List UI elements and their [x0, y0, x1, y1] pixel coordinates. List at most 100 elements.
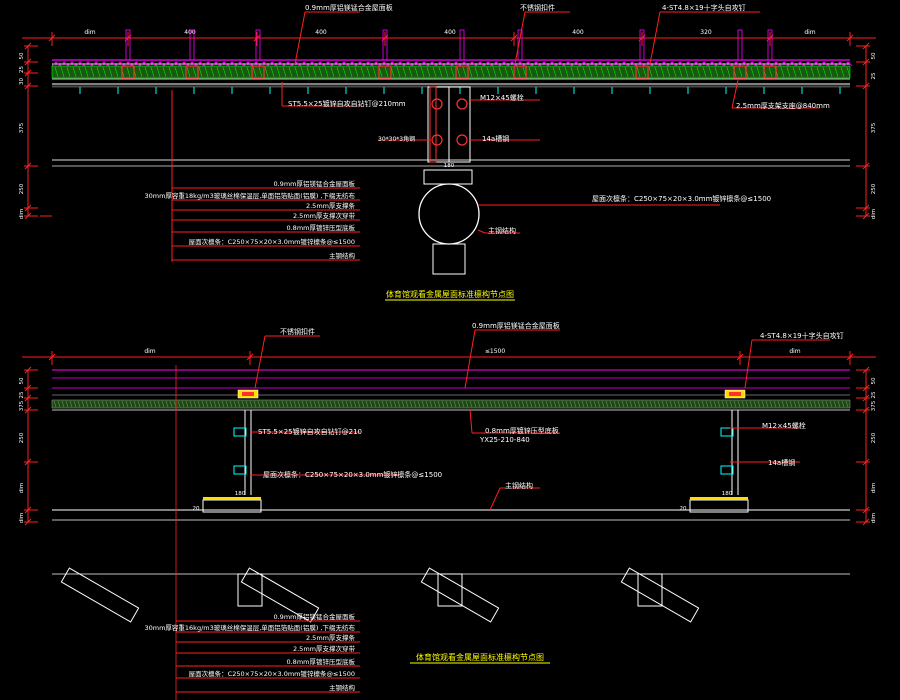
b-hatch [349, 400, 353, 408]
insulation-hatch [738, 66, 743, 78]
dim-value-text: dim [871, 513, 877, 523]
b-brace-pipe [240, 567, 320, 623]
b-hatch [769, 400, 773, 408]
b-hatch [357, 400, 361, 408]
dim-value-text: 320 [700, 29, 712, 36]
b-diagonal-brace [60, 567, 140, 623]
b-hatch [437, 400, 441, 408]
insulation-hatch [726, 66, 731, 78]
bracket [378, 65, 392, 79]
bolt-head [431, 134, 443, 146]
b-hatch [521, 400, 525, 408]
b-hatch [785, 400, 789, 408]
b-hatch [217, 400, 221, 408]
b-hatch [817, 400, 821, 408]
b-hatch [117, 400, 121, 408]
b-hatch [613, 400, 617, 408]
b-hatch [745, 400, 749, 408]
leader-line [514, 11, 526, 65]
b-hatch [365, 400, 369, 408]
leader-line [731, 79, 739, 109]
insulation-hatch [426, 66, 431, 78]
insulation-hatch [252, 66, 257, 78]
leader-line [294, 11, 306, 65]
b-hatch [513, 400, 517, 408]
b-hatch [61, 400, 65, 408]
b-hatch [845, 400, 849, 408]
b-hatch [609, 400, 613, 408]
b-hatch [249, 400, 253, 408]
insulation-hatch [348, 66, 353, 78]
dim-value-text: dim [804, 29, 815, 36]
insulation-hatch [66, 66, 71, 78]
b-hatch [573, 400, 577, 408]
insulation-hatch [474, 66, 479, 78]
insulation-hatch [546, 66, 551, 78]
insulation-hatch [222, 66, 227, 78]
b-hatch [805, 400, 809, 408]
b-hatch [193, 400, 197, 408]
insulation-hatch [228, 66, 233, 78]
b-hatch [565, 400, 569, 408]
dim-value-text: 25 [19, 391, 25, 398]
b-diagonal-brace [240, 567, 320, 623]
b-hatch [517, 400, 521, 408]
label-clip: 14a槽钢 [768, 458, 795, 467]
dim-180-text: 180 [722, 491, 733, 497]
insulation-hatch [414, 66, 419, 78]
dim-value-text: 50 [19, 377, 25, 384]
b-base-strip [690, 497, 748, 500]
b-hatch [141, 400, 145, 408]
legend-text: 主钢结构 [329, 251, 356, 260]
insulation-hatch [264, 66, 269, 78]
b-hatch [533, 400, 537, 408]
insulation-hatch [456, 66, 461, 78]
dim-value-text: dim [789, 348, 800, 355]
insulation-hatch [816, 66, 821, 78]
b-bolt [233, 427, 247, 437]
dim-value-text: 375 [871, 122, 877, 133]
b-hatch [317, 400, 321, 408]
insulation-hatch [582, 66, 587, 78]
b-hatch [397, 400, 401, 408]
b-hatch [297, 400, 301, 408]
legend-text: 屋面次檩条：C250×75×20×3.0mm镀锌檩条@≤1500 [189, 669, 355, 678]
b-hatch [161, 400, 165, 408]
leader-line [489, 487, 501, 511]
b-hatch [321, 400, 325, 408]
b-hatch [425, 400, 429, 408]
insulation-hatch [570, 66, 575, 78]
b-hatch [177, 400, 181, 408]
b-hatch [197, 400, 201, 408]
legend-text: 屋面次檩条：C250×75×20×3.0mm镀锌檩条@≤1500 [189, 237, 355, 246]
b-hatch [781, 400, 785, 408]
b-hatch [385, 400, 389, 408]
bracket [733, 65, 747, 79]
b-hatch [445, 400, 449, 408]
b-hatch [725, 400, 729, 408]
b-hatch [289, 400, 293, 408]
label-plate: 2.5mm厚支架支座@840mm [736, 101, 830, 110]
b-hatch [65, 400, 69, 408]
insulation-hatch [198, 66, 203, 78]
dim-value-text: 250 [19, 432, 25, 443]
insulation-hatch [630, 66, 635, 78]
dim-value-text: 25 [871, 391, 877, 398]
b-hatch [453, 400, 457, 408]
insulation-hatch [846, 66, 851, 78]
insulation-hatch [156, 66, 161, 78]
b-hatch [625, 400, 629, 408]
insulation-hatch [384, 66, 389, 78]
bracket [635, 65, 649, 79]
b-hatch [309, 400, 313, 408]
b-hatch [345, 400, 349, 408]
insulation-hatch [60, 66, 65, 78]
b-hatch [657, 400, 661, 408]
insulation-hatch [828, 66, 833, 78]
b-brace-pipe [60, 567, 140, 623]
legend-text: 2.5mm厚支撑条 [306, 633, 356, 642]
b-hatch [801, 400, 805, 408]
b-hatch [449, 400, 453, 408]
insulation-hatch [306, 66, 311, 78]
insulation-hatch [396, 66, 401, 78]
